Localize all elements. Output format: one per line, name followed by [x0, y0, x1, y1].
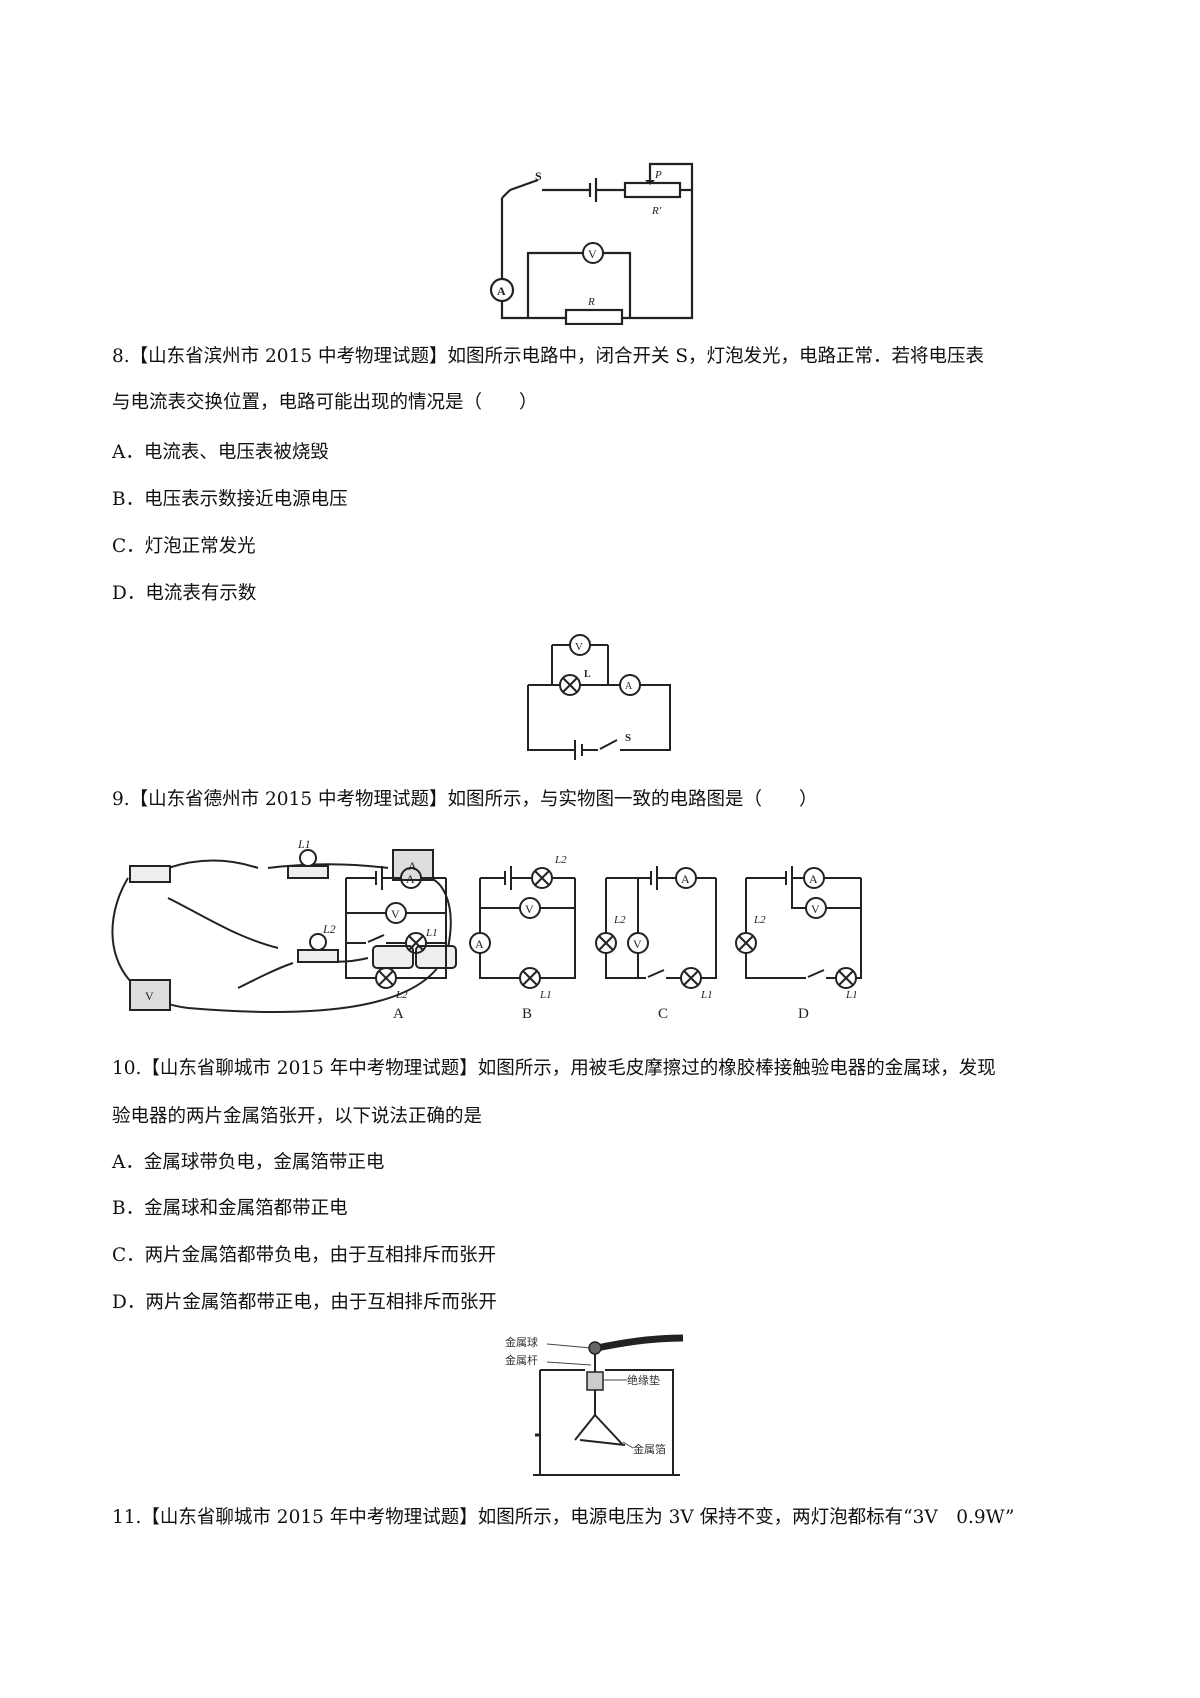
- q9-option-c-voltmeter: V: [633, 937, 642, 951]
- ammeter-label: A: [497, 284, 506, 298]
- q9-option-a-ammeter: A: [406, 872, 415, 886]
- q9-physical-l1-label: L1: [297, 838, 311, 851]
- q9-option-c-ammeter: A: [681, 872, 690, 886]
- q9-physical-meter-a: A: [408, 859, 417, 873]
- question-10-option-d: D．两片金属箔都带正电，由于互相排斥而张开: [112, 1292, 497, 1313]
- q7-circuit-figure: S P R' R V A: [480, 150, 700, 325]
- resistor-label: R: [587, 296, 595, 308]
- rheostat-label: R': [651, 205, 662, 217]
- question-10-stem-line-1: 10.【山东省聊城市 2015 年中考物理试题】如图所示，用被毛皮摩擦过的橡胶棒…: [112, 1058, 996, 1079]
- q9-option-a-l1: L1: [425, 927, 438, 939]
- q9-option-a-l2: L2: [395, 989, 408, 1001]
- q9-figure: L1 L2 A V A V L1 L2 A: [108, 838, 948, 1023]
- slider-label: P: [654, 169, 662, 181]
- question-10-stem-line-2: 验电器的两片金属箔张开，以下说法正确的是: [112, 1106, 483, 1127]
- question-10-option-c: C．两片金属箔都带负电，由于互相排斥而张开: [112, 1245, 497, 1266]
- q10-label-insulator: 绝缘垫: [627, 1373, 660, 1387]
- question-8-stem-line-1: 8.【山东省滨州市 2015 中考物理试题】如图所示电路中，闭合开关 S，灯泡发…: [112, 346, 985, 367]
- q9-option-b-letter: B: [522, 1006, 532, 1022]
- q8-voltmeter-label: V: [575, 641, 583, 653]
- q9-option-c-l2: L2: [613, 914, 626, 926]
- question-11-stem: 11.【山东省聊城市 2015 年中考物理试题】如图所示，电源电压为 3V 保持…: [112, 1507, 1015, 1528]
- question-8-option-b: B．电压表示数接近电源电压: [112, 489, 348, 510]
- q9-option-d-ammeter: A: [809, 872, 818, 886]
- question-10-option-b: B．金属球和金属箔都带正电: [112, 1198, 348, 1219]
- question-8-option-d: D．电流表有示数: [112, 583, 257, 604]
- q9-option-c-letter: C: [658, 1006, 668, 1022]
- q9-option-b-l1: L1: [539, 989, 552, 1001]
- q8-switch-label: S: [625, 732, 631, 744]
- q9-physical-meter-v: V: [145, 989, 154, 1003]
- q9-physical-l2-label: L2: [322, 922, 336, 936]
- q10-label-metal-ball: 金属球: [505, 1335, 538, 1349]
- question-10-option-a: A．金属球带负电，金属箔带正电: [112, 1152, 385, 1173]
- q10-label-foil: 金属箔: [633, 1442, 666, 1456]
- q8-lamp-label: L: [584, 669, 591, 680]
- q9-option-b-ammeter: A: [475, 937, 484, 951]
- q8-circuit-figure: V L A S: [520, 625, 690, 765]
- q10-electroscope-figure: 金属球 金属杆 绝缘垫 金属箔: [505, 1330, 695, 1480]
- question-8-option-c: C．灯泡正常发光: [112, 536, 256, 557]
- q9-option-b-voltmeter: V: [525, 902, 534, 916]
- q9-option-d-l2: L2: [753, 914, 766, 926]
- q9-option-a-letter: A: [393, 1006, 404, 1022]
- question-9-stem: 9.【山东省德州市 2015 中考物理试题】如图所示，与实物图一致的电路图是（ …: [112, 789, 818, 810]
- q8-ammeter-label: A: [625, 681, 633, 692]
- q9-option-c-l1: L1: [700, 989, 713, 1001]
- question-8-stem-line-2: 与电流表交换位置，电路可能出现的情况是（ ）: [112, 392, 538, 413]
- q9-option-d-voltmeter: V: [811, 902, 820, 916]
- question-8-option-a: A．电流表、电压表被烧毁: [112, 442, 329, 463]
- voltmeter-label: V: [588, 247, 597, 261]
- switch-label: S: [535, 169, 542, 183]
- q9-option-d-letter: D: [798, 1006, 809, 1022]
- q9-option-a-voltmeter: V: [391, 907, 400, 921]
- q10-label-metal-rod: 金属杆: [505, 1353, 538, 1367]
- q9-option-d-l1: L1: [845, 989, 858, 1001]
- q9-option-b-l2: L2: [554, 854, 567, 866]
